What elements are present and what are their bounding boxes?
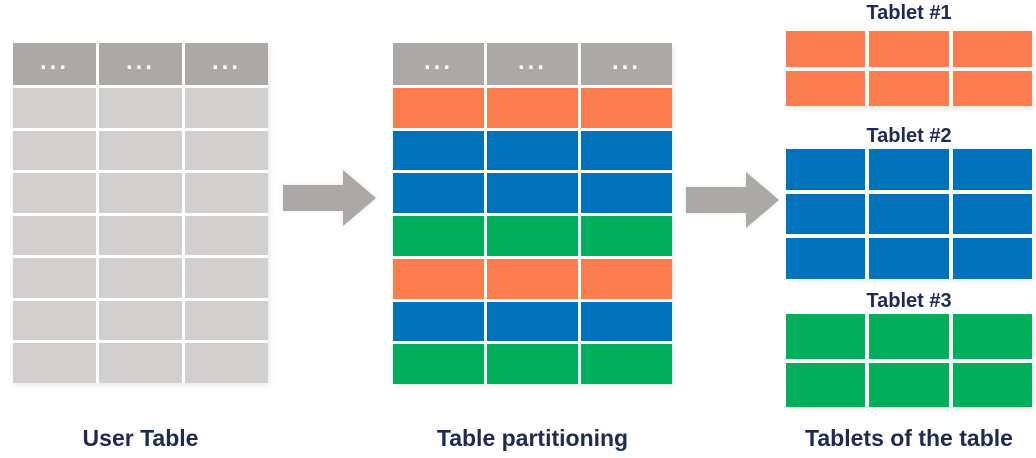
tablet-cell	[869, 362, 949, 407]
tablet-cell	[869, 238, 949, 279]
tablet-cell	[786, 193, 866, 235]
table-row	[13, 130, 268, 171]
partitioned-table: .........	[393, 43, 672, 384]
table-cell	[99, 300, 182, 341]
tablet-2-title: Tablet #2	[866, 125, 952, 147]
table-cell	[13, 300, 96, 341]
table-cell	[581, 88, 672, 128]
table-row	[393, 344, 672, 384]
table-cell	[99, 88, 182, 128]
table-cell	[13, 343, 96, 383]
tablet-1-title: Tablet #1	[866, 2, 952, 24]
tablet-3-title: Tablet #3	[866, 290, 952, 312]
table-cell	[185, 215, 268, 256]
table-row	[393, 216, 672, 256]
tablet-cell	[786, 31, 866, 67]
table-cell	[99, 215, 182, 256]
table-cell	[487, 301, 578, 342]
table-cell	[185, 300, 268, 341]
tablet-3-grid	[786, 314, 1032, 407]
table-cell	[13, 173, 96, 213]
table-cell	[99, 343, 182, 383]
table-row	[393, 301, 672, 342]
table-cell	[99, 258, 182, 298]
table-cell	[581, 173, 672, 214]
tablet-cell	[869, 314, 949, 359]
table-cell	[13, 130, 96, 171]
table-cell	[487, 258, 578, 299]
header-cell: ...	[487, 43, 578, 85]
table-cell	[185, 173, 268, 213]
tablet-cell	[952, 362, 1032, 407]
table-cell	[13, 258, 96, 298]
table-cell	[99, 173, 182, 213]
table-header-row: .........	[13, 43, 268, 85]
table-row	[13, 88, 268, 128]
table-cell	[487, 88, 578, 128]
header-cell: ...	[99, 43, 182, 85]
table-cell	[393, 173, 484, 214]
tablet-cell	[869, 149, 949, 190]
tablet-2-grid	[786, 149, 1032, 279]
header-cell: ...	[185, 43, 268, 85]
table-cell	[393, 216, 484, 256]
tablet-cell	[952, 238, 1032, 279]
tablet-cell	[869, 193, 949, 235]
table-cell	[393, 88, 484, 128]
table-row	[13, 258, 268, 298]
tablet-cell	[952, 314, 1032, 359]
arrow-right-icon	[283, 170, 376, 226]
table-cell	[185, 130, 268, 171]
table-cell	[487, 173, 578, 214]
table-row	[393, 88, 672, 128]
tablet-cell	[869, 70, 949, 106]
table-cell	[393, 344, 484, 384]
tablet-cell	[952, 193, 1032, 235]
table-cell	[393, 130, 484, 171]
tablet-cell	[786, 238, 866, 279]
table-cell	[13, 88, 96, 128]
table-row	[393, 258, 672, 299]
tablet-cell	[786, 362, 866, 407]
table-cell	[99, 130, 182, 171]
table-cell	[13, 215, 96, 256]
table-cell	[581, 216, 672, 256]
table-row	[13, 173, 268, 213]
tablet-cell	[869, 31, 949, 67]
tablet-cell	[786, 70, 866, 106]
header-cell: ...	[393, 43, 484, 85]
table-cell	[487, 130, 578, 171]
header-cell: ...	[13, 43, 96, 85]
tablet-cell	[952, 149, 1032, 190]
table-row	[13, 215, 268, 256]
tablet-cell	[952, 31, 1032, 67]
user-table: .........	[13, 43, 268, 383]
table-row	[393, 130, 672, 171]
header-cell: ...	[581, 43, 672, 85]
table-cell	[487, 344, 578, 384]
table-cell	[185, 343, 268, 383]
table-header-row: .........	[393, 43, 672, 85]
arrow-right-icon	[686, 172, 779, 228]
tablet-cell	[952, 70, 1032, 106]
tablet-1-grid	[786, 31, 1032, 106]
table-cell	[393, 258, 484, 299]
table-cell	[487, 216, 578, 256]
table-cell	[581, 344, 672, 384]
table-cell	[185, 88, 268, 128]
table-partitioning-label: Table partitioning	[436, 425, 629, 451]
table-cell	[581, 301, 672, 342]
table-row	[393, 173, 672, 214]
table-cell	[581, 258, 672, 299]
table-cell	[393, 301, 484, 342]
table-cell	[581, 130, 672, 171]
tablets-of-the-table-label: Tablets of the table	[805, 425, 1013, 451]
table-row	[13, 343, 268, 383]
table-cell	[185, 258, 268, 298]
tablet-cell	[786, 314, 866, 359]
table-row	[13, 300, 268, 341]
tablet-cell	[786, 149, 866, 190]
user-table-label: User Table	[82, 425, 199, 451]
